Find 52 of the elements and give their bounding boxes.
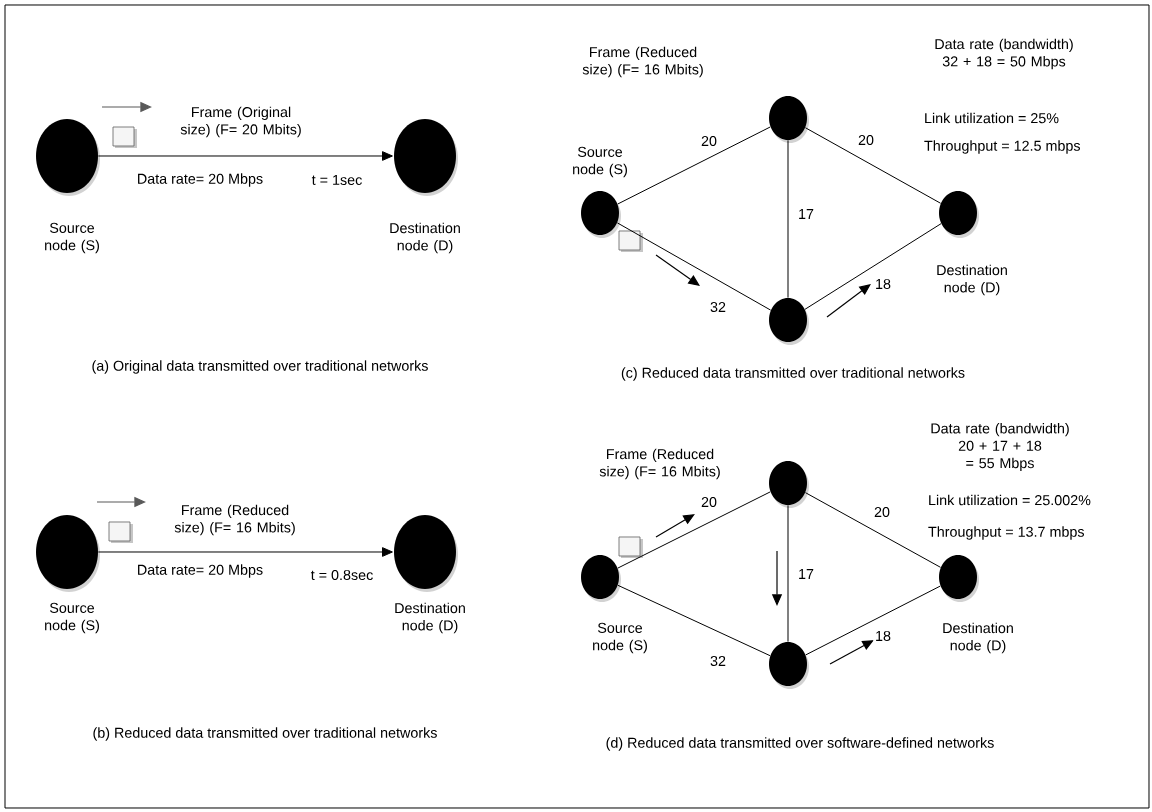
node-label: Destination node (D) bbox=[390, 222, 460, 254]
node-label: Source node (S) bbox=[45, 222, 99, 254]
link-line bbox=[804, 127, 942, 204]
node-label: Destination node (D) bbox=[937, 264, 1007, 296]
link-line bbox=[617, 491, 771, 569]
edge-label: 17 bbox=[796, 207, 816, 221]
edge-label: 20 bbox=[872, 505, 892, 519]
link-line bbox=[804, 223, 942, 310]
data-rate-label: Data rate (bandwidth) 32 + 18 = 50 Mbps bbox=[935, 38, 1073, 70]
frame-label: Frame (Reduced size) (F= 16 Mbits) bbox=[174, 504, 295, 536]
edge-label: 20 bbox=[856, 133, 876, 147]
link-line bbox=[617, 584, 771, 657]
time-label: t = 0.8sec bbox=[310, 569, 373, 581]
node-circle bbox=[769, 461, 809, 508]
edge-label: 20 bbox=[699, 495, 719, 509]
panel-caption: (c) Reduced data transmitted over traditional networks bbox=[621, 367, 965, 381]
link-line bbox=[787, 504, 789, 643]
frame-label: Frame (Reduced size) (F= 16 Mbits) bbox=[599, 448, 720, 480]
throughput-label: Throughput = 13.7 mbps bbox=[928, 526, 1084, 540]
link-line bbox=[804, 492, 942, 568]
link-line bbox=[97, 151, 393, 161]
panel-caption: (a) Original data transmitted over traditional networks bbox=[92, 360, 428, 374]
data-rate-label: Data rate= 20 Mbps bbox=[138, 173, 263, 187]
utilization-label: Link utilization = 25% bbox=[925, 112, 1059, 124]
frame-label: Frame (Original size) (F= 20 Mbits) bbox=[180, 106, 301, 138]
time-label: t = 1sec bbox=[311, 175, 362, 185]
throughput-label: Throughput = 12.5 mbps bbox=[924, 140, 1080, 154]
node-circle bbox=[769, 642, 809, 689]
link-line bbox=[617, 126, 771, 205]
utilization-label: Link utilization = 25.002% bbox=[929, 494, 1091, 506]
edge-label: 32 bbox=[708, 300, 728, 314]
panel-caption: (b) Reduced data transmitted over traditional networks bbox=[93, 727, 437, 741]
node-label: Destination node (D) bbox=[395, 602, 465, 634]
edge-label: 18 bbox=[873, 629, 893, 643]
data-rate-label: Data rate= 20 Mbps bbox=[138, 564, 263, 578]
edge-label: 18 bbox=[873, 277, 893, 291]
edge-label: 20 bbox=[699, 134, 719, 148]
node-label: Source node (S) bbox=[593, 622, 647, 654]
edge-label: 32 bbox=[708, 654, 728, 668]
node-label: Source node (S) bbox=[45, 602, 99, 634]
panel-caption: (d) Reduced data transmitted over software-defined networks bbox=[606, 737, 994, 751]
frame-label: Frame (Reduced size) (F= 16 Mbits) bbox=[582, 46, 703, 78]
data-rate-label: Data rate (bandwidth) 20 + 17 + 18 = 55 Mbps bbox=[931, 423, 1069, 471]
link-line bbox=[97, 547, 393, 557]
link-line bbox=[787, 139, 789, 299]
link-line bbox=[616, 222, 772, 311]
link-line bbox=[805, 585, 941, 656]
node-label: Source node (S) bbox=[573, 146, 627, 178]
node-circle bbox=[769, 96, 809, 143]
node-circle bbox=[769, 298, 809, 345]
edge-label: 17 bbox=[796, 567, 816, 581]
node-label: Destination node (D) bbox=[943, 622, 1013, 654]
